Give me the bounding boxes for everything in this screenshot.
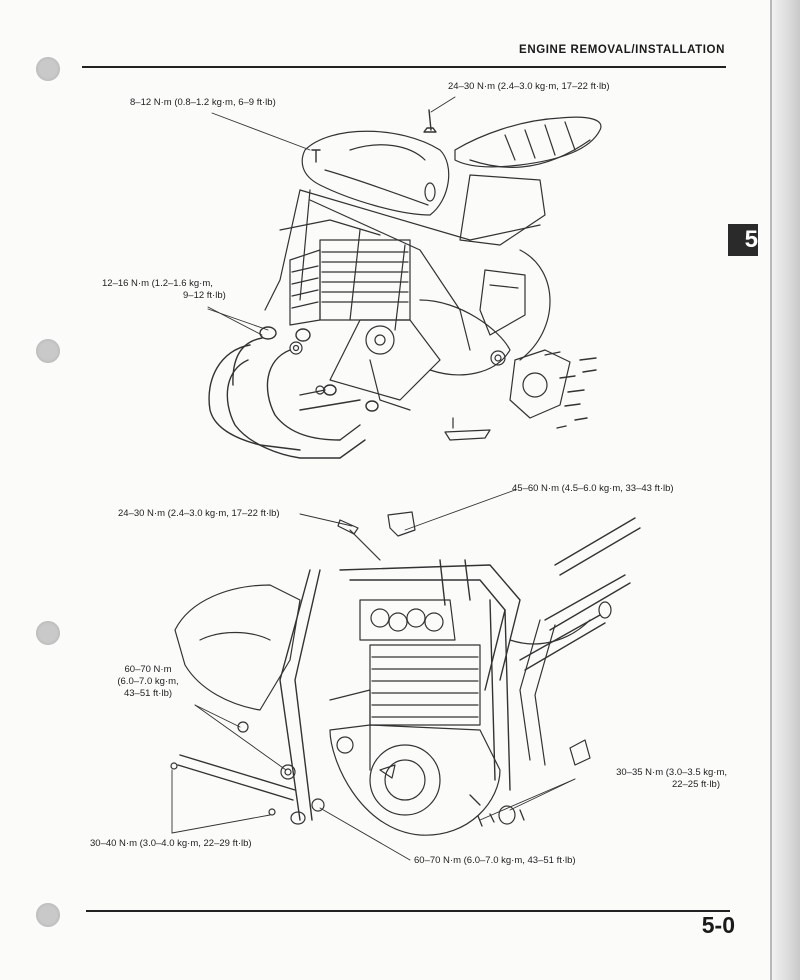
torque-label: 24–30 N·m (2.4–3.0 kg·m, 17–22 ft·lb) bbox=[448, 81, 610, 92]
binder-hole bbox=[36, 339, 60, 363]
section-title: ENGINE REMOVAL/INSTALLATION bbox=[519, 44, 725, 56]
small-parts bbox=[469, 794, 525, 827]
torque-label: 60–70 N·m bbox=[124, 664, 172, 675]
torque-label: 8–12 N·m (0.8–1.2 kg·m, 6–9 ft·lb) bbox=[130, 97, 276, 108]
page-edge-line bbox=[770, 0, 772, 980]
rear-wheel bbox=[519, 249, 551, 361]
side-cover bbox=[459, 174, 546, 336]
torque-label: 45–60 N·m (4.5–6.0 kg·m, 33–43 ft·lb) bbox=[512, 483, 674, 494]
fuel-tank bbox=[301, 130, 450, 216]
torque-label: 60–70 N·m (6.0–7.0 kg·m, 43–51 ft·lb) bbox=[414, 855, 576, 866]
torque-label: 30–40 N·m (3.0–4.0 kg·m, 22–29 ft·lb) bbox=[90, 838, 252, 849]
seat bbox=[454, 116, 602, 168]
page-number: 5-0 bbox=[701, 912, 735, 938]
page-edge-shadow bbox=[770, 0, 800, 980]
carburetors bbox=[359, 599, 456, 641]
section-tab[interactable]: 5 bbox=[728, 224, 758, 256]
engine-block bbox=[289, 239, 511, 401]
engine-block bbox=[329, 644, 481, 771]
through-bolts bbox=[177, 517, 641, 801]
header-rule bbox=[82, 66, 726, 68]
torque-label: 30–35 N·m (3.0–3.5 kg·m, bbox=[616, 767, 727, 778]
footer-rule bbox=[86, 910, 730, 912]
frame bbox=[279, 559, 521, 821]
binder-hole bbox=[36, 57, 60, 81]
exhaust-pipes bbox=[208, 326, 379, 459]
sprocket-cover bbox=[490, 349, 571, 419]
binder-hole bbox=[36, 903, 60, 927]
side-panel bbox=[174, 584, 301, 711]
torque-label: 43–51 ft·lb) bbox=[123, 688, 173, 699]
exhaust-collars bbox=[289, 341, 325, 395]
stand-bracket bbox=[369, 359, 491, 441]
torque-label: 24–30 N·m (2.4–3.0 kg·m, 17–22 ft·lb) bbox=[118, 508, 280, 519]
frame bbox=[264, 189, 541, 351]
torque-label: 22–25 ft·lb) bbox=[671, 779, 720, 790]
bolts bbox=[311, 109, 597, 429]
spacers bbox=[170, 601, 612, 825]
torque-label: 9–12 ft·lb) bbox=[183, 290, 226, 301]
torque-label: (6.0–7.0 kg·m, bbox=[117, 676, 179, 687]
torque-label: 12–16 N·m (1.2–1.6 kg·m, bbox=[102, 278, 213, 289]
crankcase bbox=[329, 724, 501, 836]
binder-hole bbox=[36, 621, 60, 645]
leader-lines-bottom bbox=[171, 489, 576, 861]
leader-lines-top bbox=[207, 96, 456, 336]
mount-bracket bbox=[337, 511, 416, 561]
